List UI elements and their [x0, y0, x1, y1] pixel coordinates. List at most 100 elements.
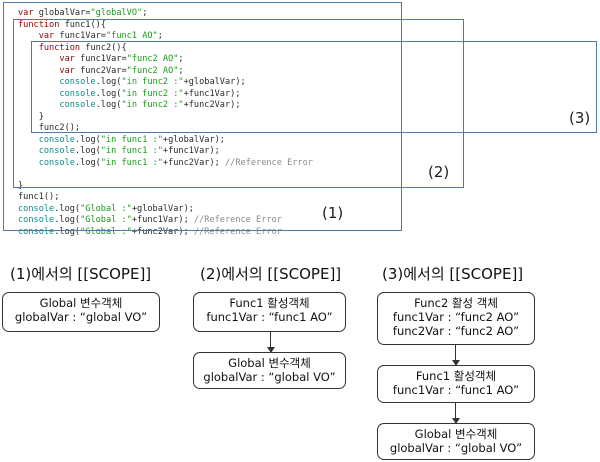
code-token: console — [18, 88, 96, 99]
code-token: globalVar= — [38, 8, 91, 18]
code-line: function func2(){ — [18, 43, 313, 55]
code-line: func1(); — [18, 192, 313, 204]
scope-3-arrow-1 — [451, 345, 460, 366]
scope-3-title: (3)에서의 [[SCOPE]] — [382, 265, 524, 283]
code-line: var func2Var="func2 AO"; — [18, 66, 313, 78]
code-token: var — [18, 65, 81, 76]
func1-box-title: Func1 활성객체 — [415, 369, 497, 383]
code-line: console.log("in func1 :"+func2Var); //Re… — [18, 158, 313, 170]
code-token: .log( — [95, 100, 122, 110]
code-line: func2(); — [18, 123, 313, 135]
code-line: console.log("Global :"+func1Var); //Refe… — [18, 215, 313, 227]
code-line: console.log("Global :"+func2Var); //Refe… — [18, 227, 313, 239]
code-token: console — [18, 157, 75, 168]
code-token: +globalVar); — [183, 77, 246, 87]
global-box-title: Global 변수객체 — [39, 296, 123, 310]
code-listing: var globalVar="globalVO";function func1(… — [18, 8, 313, 238]
code-token: var — [18, 8, 39, 18]
frame-label-3: (3) — [569, 109, 591, 127]
code-token: func1(){ — [64, 19, 106, 30]
code-line: } — [18, 112, 313, 124]
code-token: +func2Var); — [131, 226, 194, 237]
code-token: //Reference Error — [193, 226, 282, 237]
code-token: ; — [142, 8, 148, 18]
scope-3-arrow-2 — [451, 403, 460, 424]
scope-3-func2-box: Func2 활성 객체 func1Var : “func2 AO” func2V… — [377, 292, 535, 345]
func2-box-title: Func2 활성 객체 — [414, 296, 498, 310]
global-box-value: globalVar : “global VO” — [389, 441, 523, 455]
code-token: "in func2 :" — [121, 88, 184, 99]
scope-1-global-box: Global 변수객체 globalVar : “global VO” — [2, 292, 160, 332]
code-line: console.log("in func2 :"+globalVar); — [18, 77, 313, 89]
code-token: } — [18, 180, 24, 191]
code-token: .log( — [95, 77, 122, 87]
code-token: .log( — [74, 146, 101, 156]
code-token: func1(); — [18, 192, 60, 202]
code-token: function — [18, 42, 86, 53]
scope-2-title: (2)에서의 [[SCOPE]] — [200, 265, 342, 283]
code-token: "func2 AO" — [126, 54, 179, 64]
code-line: } — [18, 181, 313, 193]
code-token: var — [18, 31, 60, 41]
code-token: func2Var= — [80, 65, 127, 76]
scope-2-arrow — [266, 332, 275, 353]
func1-box-value: func1Var : “func1 AO” — [392, 383, 520, 397]
code-token: ; — [178, 54, 184, 64]
code-line: console.log("in func1 :"+globalVar); — [18, 135, 313, 147]
code-token: .log( — [54, 203, 81, 214]
code-token: //Reference Error — [224, 157, 313, 168]
code-line: var globalVar="globalVO"; — [18, 8, 313, 20]
code-token: "in func1 :" — [100, 157, 163, 168]
code-line: console.log("in func2 :"+func2Var); — [18, 100, 313, 112]
code-token: +func1Var); — [131, 215, 194, 225]
code-token: +func1Var); — [162, 146, 220, 156]
code-token: ; — [178, 65, 184, 76]
code-line: console.log("in func2 :"+func1Var); — [18, 89, 313, 101]
code-token: console — [18, 203, 55, 214]
global-box-value: globalVar : “global VO” — [14, 310, 148, 324]
code-token: function — [18, 19, 65, 30]
code-token: ; — [157, 31, 163, 41]
global-box-title: Global 변수객체 — [228, 356, 311, 370]
frame-label-2: (2) — [428, 163, 450, 181]
scope-2-func1-box: Func1 활성객체 func1Var : “func1 AO” — [193, 292, 346, 332]
code-token: "in func2 :" — [121, 77, 184, 87]
func1-box-title: Func1 활성객체 — [229, 296, 310, 310]
code-token: func1Var= — [80, 54, 127, 64]
code-token: func2(){ — [85, 42, 127, 53]
code-line: function func1(){ — [18, 20, 313, 32]
code-token: var — [18, 54, 81, 64]
code-token: "globalVO" — [90, 8, 143, 18]
code-token: "Global :" — [80, 215, 132, 225]
code-token: //Reference Error — [193, 215, 282, 225]
scope-frame-3 — [31, 41, 597, 133]
code-token: +globalVar); — [162, 134, 225, 145]
code-token: } — [18, 111, 44, 122]
scope-1-title: (1)에서의 [[SCOPE]] — [10, 265, 152, 283]
global-box-title: Global 변수객체 — [414, 427, 498, 441]
code-token: .log( — [54, 215, 81, 225]
code-token: console — [18, 100, 96, 110]
code-token: "in func2 :" — [121, 100, 184, 110]
code-token: .log( — [74, 134, 101, 145]
code-line: var func1Var="func2 AO"; — [18, 54, 313, 66]
code-token: "in func1 :" — [100, 134, 163, 145]
code-token: console — [18, 215, 55, 225]
func1-box-value: func1Var : “func1 AO” — [206, 310, 333, 324]
code-line: console.log("Global :"+globalVar); — [18, 204, 313, 216]
code-token: func1Var= — [59, 31, 106, 41]
code-token: func2(); — [18, 123, 81, 133]
code-token: "func2 AO" — [126, 65, 179, 76]
scope-2-global-box: Global 변수객체 globalVar : “global VO” — [193, 352, 346, 389]
code-token: .log( — [74, 157, 101, 168]
code-token: .log( — [54, 226, 81, 237]
code-token: +func1Var); — [183, 88, 241, 99]
code-token: +func2Var); — [183, 100, 241, 110]
code-token: +func2Var); — [162, 157, 225, 168]
code-token: .log( — [95, 88, 122, 99]
code-token: +globalVar); — [131, 203, 194, 214]
frame-label-1: (1) — [322, 204, 344, 222]
code-line: console.log("in func1 :"+func1Var); — [18, 146, 313, 158]
func2-box-value-2: func2Var : “func2 AO” — [392, 324, 520, 338]
code-token: console — [18, 226, 55, 237]
